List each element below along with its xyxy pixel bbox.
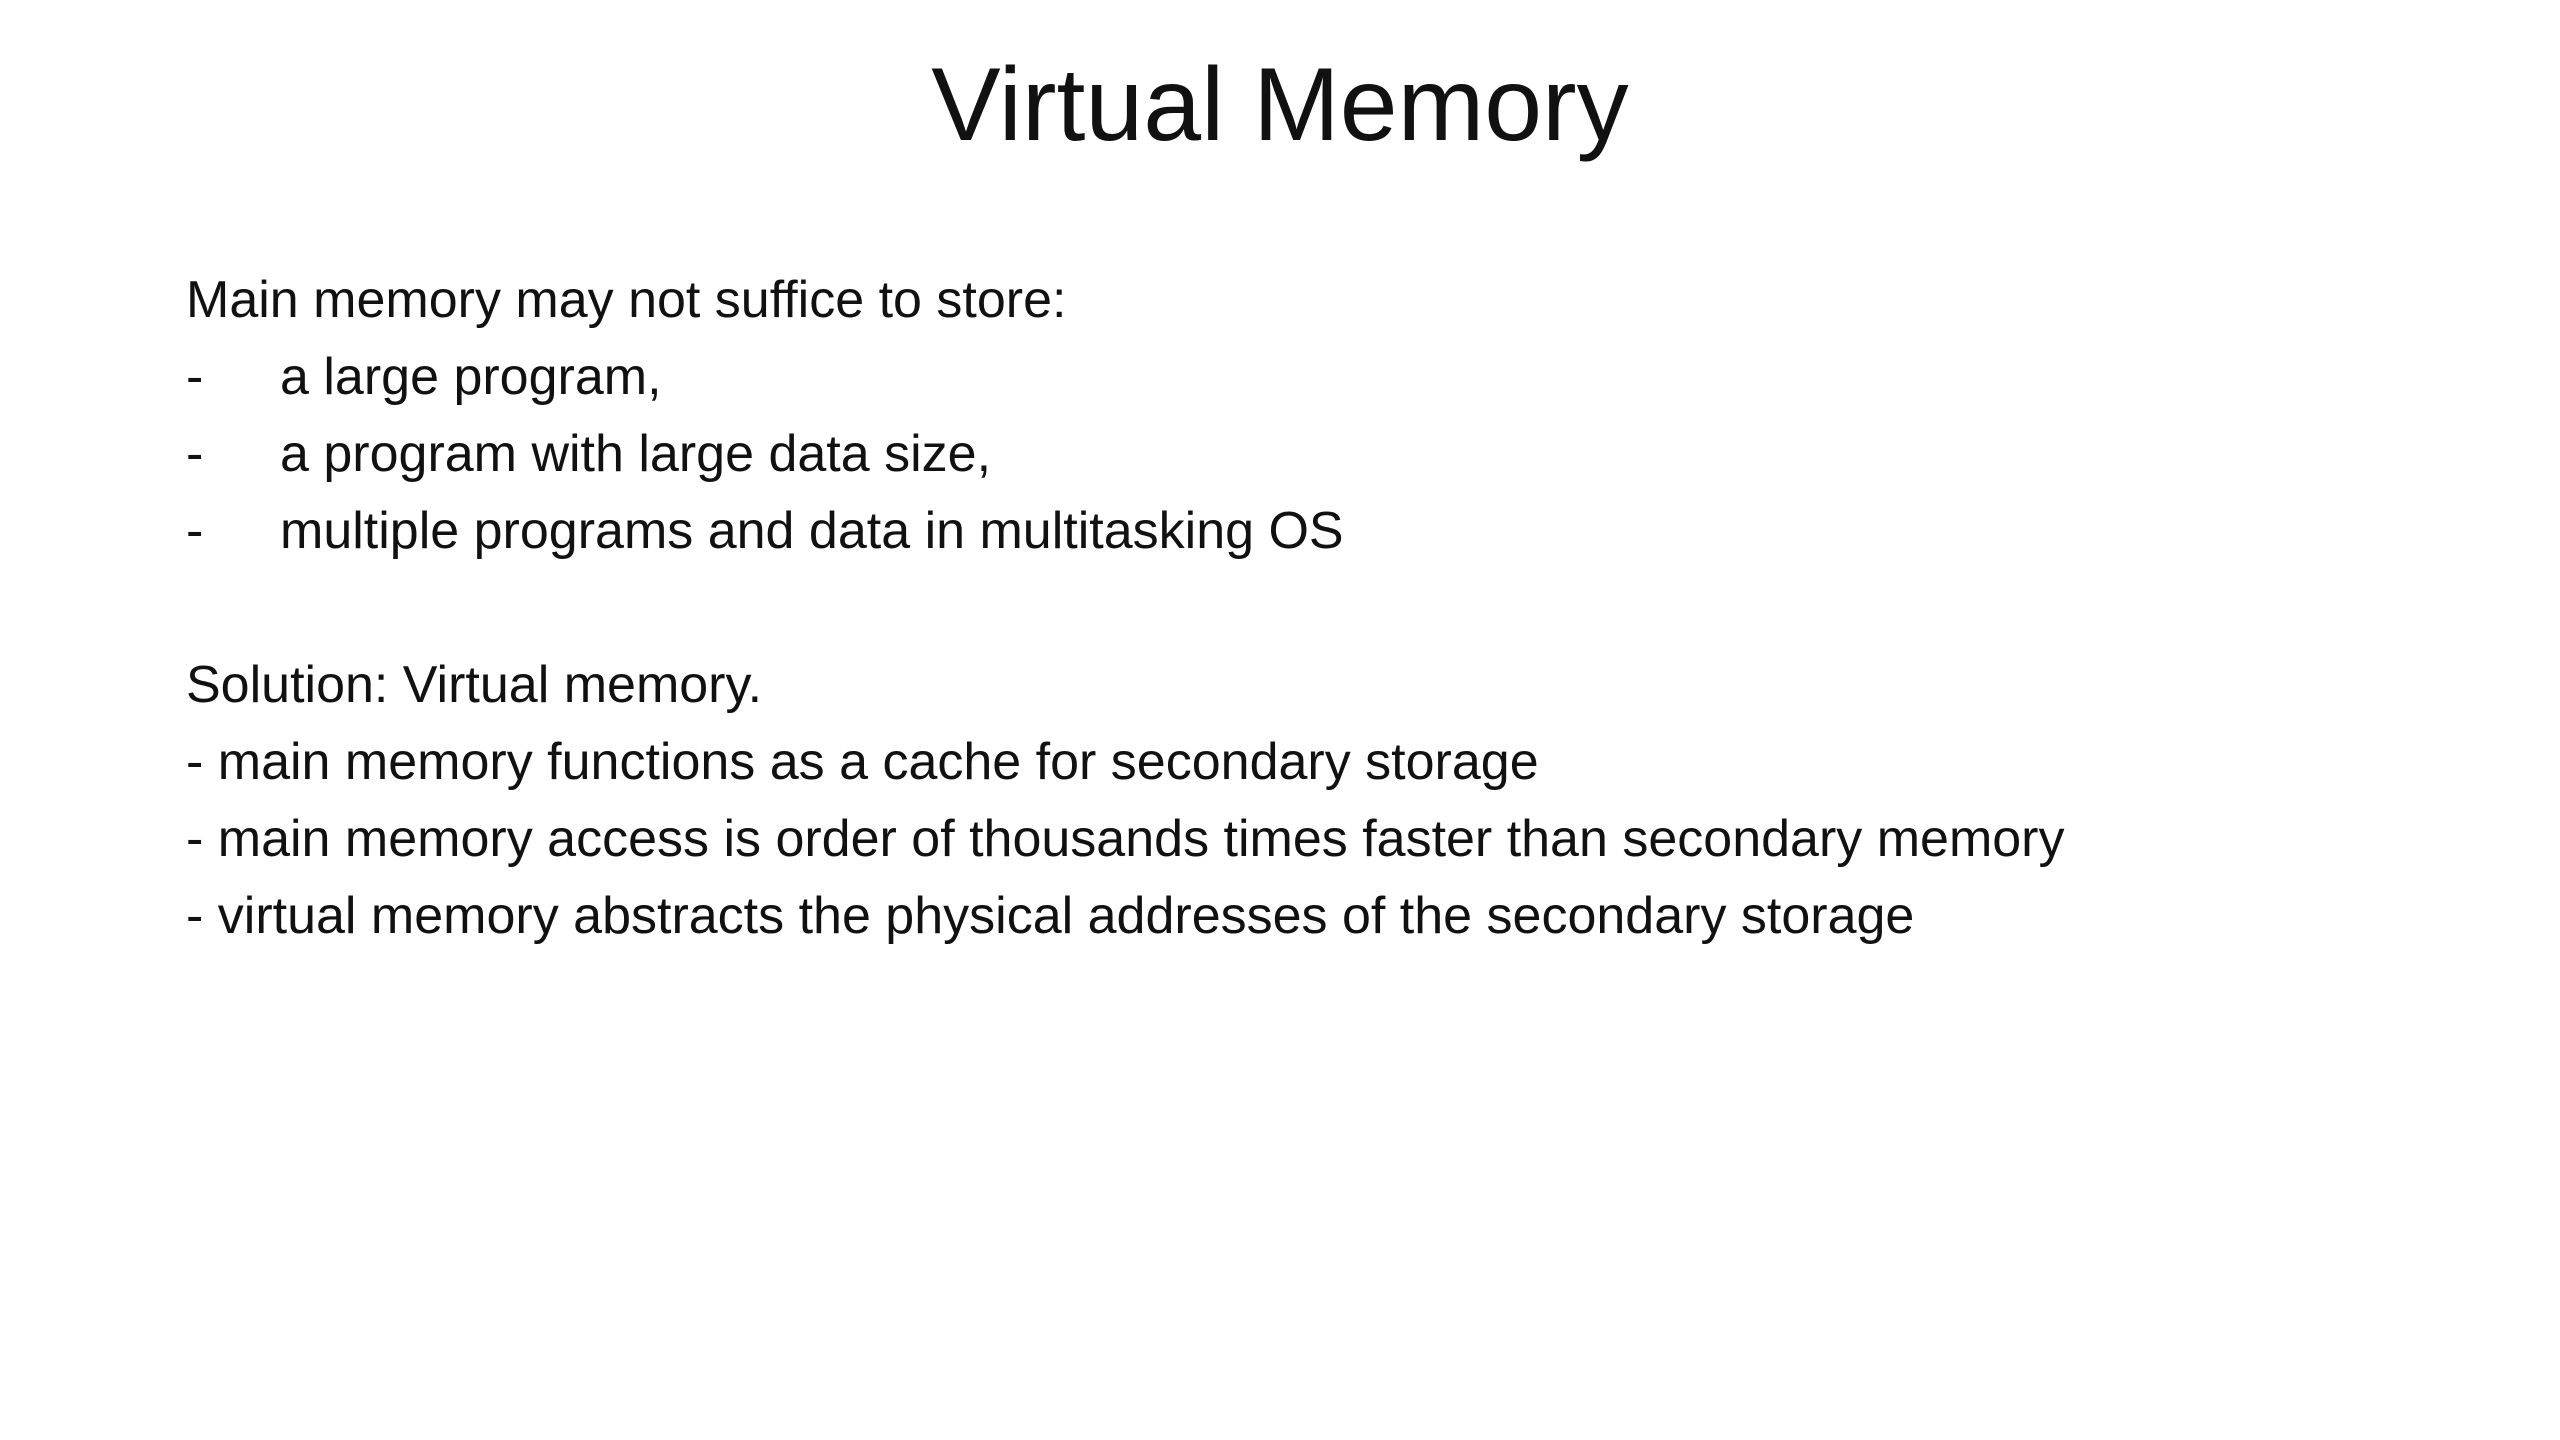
slide-body: Main memory may not suffice to store: - a… xyxy=(186,262,2486,955)
problem-item-text: a program with large data size, xyxy=(280,425,992,483)
problem-item: - a program with large data size, xyxy=(186,416,2486,493)
problem-item-text: multiple programs and data in multitaski… xyxy=(280,502,1344,560)
bullet-dash: - xyxy=(186,425,204,483)
problem-item: - multiple programs and data in multitask… xyxy=(186,493,2486,570)
bullet-dash: - xyxy=(186,348,204,406)
problem-item-text: a large program, xyxy=(280,348,662,406)
solution-intro: Solution: Virtual memory. xyxy=(186,656,763,714)
bullet-dash: - xyxy=(186,502,204,560)
problem-item: - a large program, xyxy=(186,339,2486,416)
problem-intro: Main memory may not suffice to store: xyxy=(186,271,1067,329)
solution-item: - main memory functions as a cache for s… xyxy=(186,733,1539,791)
solution-item: - main memory access is order of thousan… xyxy=(186,810,2065,868)
slide-title: Virtual Memory xyxy=(931,47,1629,163)
solution-item: - virtual memory abstracts the physical … xyxy=(186,887,1915,945)
paragraph-gap xyxy=(186,570,2486,647)
